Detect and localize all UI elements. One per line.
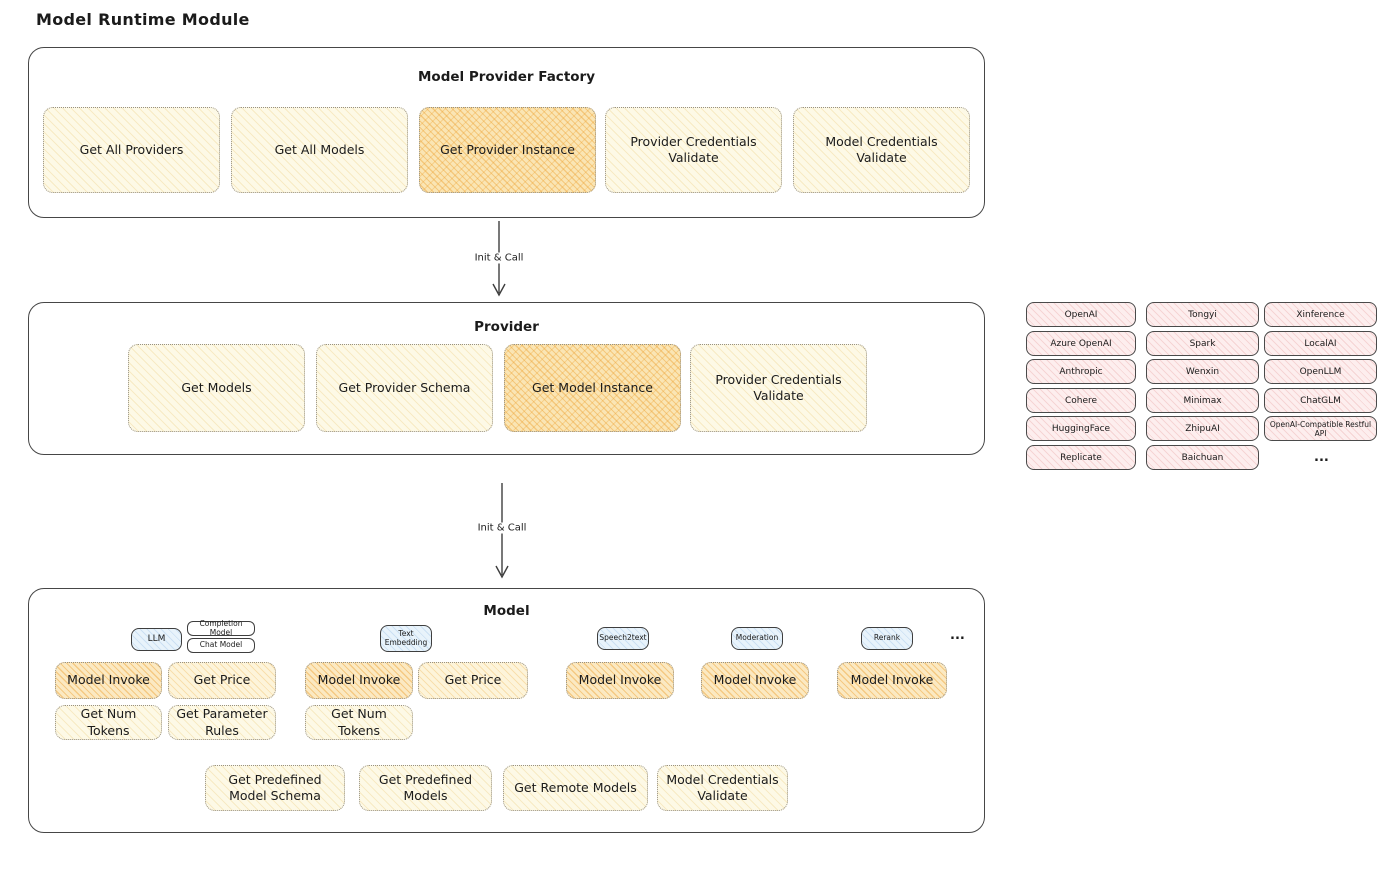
model-node-get-parameter-rules: Get Parameter Rules xyxy=(168,705,276,740)
provider-pill-azure-openai: Azure OpenAI xyxy=(1026,331,1136,356)
provider-pill-minimax: Minimax xyxy=(1146,388,1259,413)
model-node-get-num-tokens-embedding: Get Num Tokens xyxy=(305,705,413,740)
providers-more-ellipsis: ... xyxy=(1314,450,1329,465)
model-node-get-predefined-model-schema: Get Predefined Model Schema xyxy=(205,765,345,811)
model-node-invoke-embedding: Model Invoke xyxy=(305,662,413,699)
provider-pill-wenxin: Wenxin xyxy=(1146,359,1259,384)
model-node-get-predefined-models: Get Predefined Models xyxy=(359,765,492,811)
provider-pill-chatglm: ChatGLM xyxy=(1264,388,1377,413)
model-node-invoke-llm: Model Invoke xyxy=(55,662,162,699)
provider-panel-title: Provider xyxy=(474,319,539,335)
provider-pill-baichuan: Baichuan xyxy=(1146,445,1259,470)
arrow-label-init-call-2: Init & Call xyxy=(474,522,530,534)
model-node-get-price-embedding: Get Price xyxy=(418,662,528,699)
provider-node-get-models: Get Models xyxy=(128,344,305,432)
page-title: Model Runtime Module xyxy=(36,10,250,29)
model-node-model-credentials-validate: Model Credentials Validate xyxy=(657,765,788,811)
model-tabs-more-ellipsis: ... xyxy=(950,628,965,643)
tab-llm: LLM xyxy=(131,628,182,651)
arrow-label-init-call-1: Init & Call xyxy=(471,252,527,264)
tab-chat-model: Chat Model xyxy=(187,638,255,653)
model-panel-title: Model xyxy=(483,603,530,619)
tab-text-embedding: Text Embedding xyxy=(380,625,432,652)
provider-node-get-model-instance: Get Model Instance xyxy=(504,344,681,432)
provider-pill-openllm: OpenLLM xyxy=(1264,359,1377,384)
tab-speech2text: Speech2text xyxy=(597,627,649,650)
provider-pill-cohere: Cohere xyxy=(1026,388,1136,413)
provider-node-provider-credentials-validate: Provider Credentials Validate xyxy=(690,344,867,432)
provider-pill-tongyi: Tongyi xyxy=(1146,302,1259,327)
provider-pill-openai: OpenAI xyxy=(1026,302,1136,327)
provider-pill-replicate: Replicate xyxy=(1026,445,1136,470)
model-node-invoke-moderation: Model Invoke xyxy=(701,662,809,699)
factory-panel-title: Model Provider Factory xyxy=(417,69,596,85)
model-node-get-price-llm: Get Price xyxy=(168,662,276,699)
factory-node-get-all-models: Get All Models xyxy=(231,107,408,193)
provider-pill-openai-compatible: OpenAI-Compatible Restful API xyxy=(1264,416,1377,441)
model-node-get-remote-models: Get Remote Models xyxy=(503,765,648,811)
tab-rerank: Rerank xyxy=(861,627,913,650)
factory-node-provider-credentials-validate: Provider Credentials Validate xyxy=(605,107,782,193)
factory-node-model-credentials-validate: Model Credentials Validate xyxy=(793,107,970,193)
provider-node-get-provider-schema: Get Provider Schema xyxy=(316,344,493,432)
model-node-invoke-speech2text: Model Invoke xyxy=(566,662,674,699)
tab-moderation: Moderation xyxy=(731,627,783,650)
factory-node-get-all-providers: Get All Providers xyxy=(43,107,220,193)
provider-pill-huggingface: HuggingFace xyxy=(1026,416,1136,441)
provider-pill-localai: LocalAI xyxy=(1264,331,1377,356)
provider-pill-anthropic: Anthropic xyxy=(1026,359,1136,384)
provider-pill-spark: Spark xyxy=(1146,331,1259,356)
tab-completion-model: Completion Model xyxy=(187,620,255,636)
model-node-invoke-rerank: Model Invoke xyxy=(837,662,947,699)
provider-pill-xinference: Xinference xyxy=(1264,302,1377,327)
factory-node-get-provider-instance: Get Provider Instance xyxy=(419,107,596,193)
provider-pill-zhipuai: ZhipuAI xyxy=(1146,416,1259,441)
model-node-get-num-tokens-llm: Get Num Tokens xyxy=(55,705,162,740)
